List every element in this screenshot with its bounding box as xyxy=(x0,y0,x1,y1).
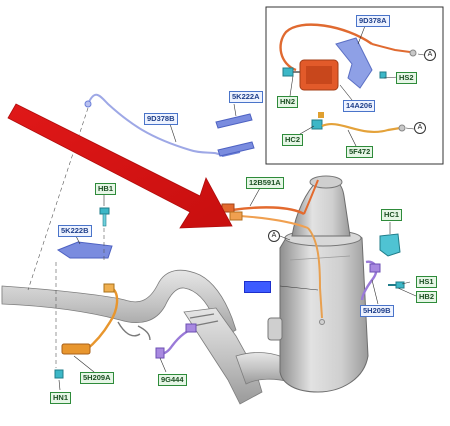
callout-a-inset-1: A xyxy=(424,49,436,61)
label-hc2: HC2 xyxy=(282,134,304,146)
label-14a206: 14A206 xyxy=(343,100,376,112)
callout-a-main: A xyxy=(268,230,280,242)
callout-a-inset-2: A xyxy=(414,122,426,134)
label-hn1: HN1 xyxy=(50,392,72,404)
label-9d378b: 9D378B xyxy=(144,113,178,125)
sensor-5h209a xyxy=(61,283,119,355)
label-hb2: HB2 xyxy=(416,291,438,303)
label-12b591a: 12B591A xyxy=(246,177,284,189)
label-hn2: HN2 xyxy=(277,96,299,108)
egt-harness-12b591a xyxy=(221,179,325,325)
label-5f472: 5F472 xyxy=(346,146,374,158)
sensor-9g444 xyxy=(155,323,197,359)
nox-sensor-assembly xyxy=(279,23,417,133)
exhaust-pipe xyxy=(1,269,291,405)
label-9d378a: 9D378A xyxy=(356,15,390,27)
label-hb1: HB1 xyxy=(95,183,117,195)
label-9g444: 9G444 xyxy=(158,374,187,386)
label-5k222b: 5K222B xyxy=(58,225,92,237)
label-5f297: 5F297 xyxy=(244,281,272,293)
inset-leaders xyxy=(289,25,425,147)
leader-lines xyxy=(58,103,417,391)
stud-hb1 xyxy=(99,207,110,227)
bracket-5k222a xyxy=(215,113,255,157)
label-5h209b: 5H209B xyxy=(360,305,394,317)
hanger-rods xyxy=(117,321,151,341)
nut-hn1 xyxy=(54,369,64,379)
label-hs2: HS2 xyxy=(396,72,417,84)
highlight-arrow xyxy=(7,103,233,229)
bracket-5k222b xyxy=(56,241,113,259)
clip-hc1 xyxy=(379,233,401,257)
label-hs1: HS1 xyxy=(416,276,437,288)
label-hc1: HC1 xyxy=(381,209,403,221)
particulate-filter xyxy=(267,175,369,393)
label-5k222a: 5K222A xyxy=(229,91,263,103)
screw-hs1 xyxy=(388,281,405,289)
label-5h209a: 5H209A xyxy=(80,372,114,384)
